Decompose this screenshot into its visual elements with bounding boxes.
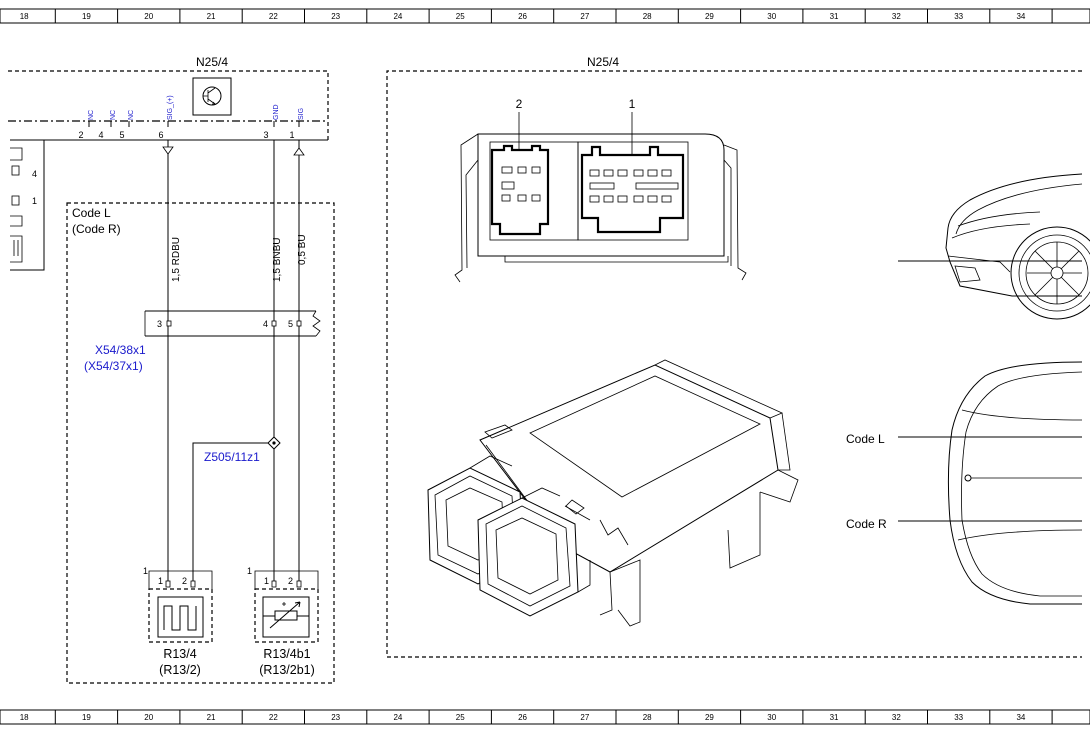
- heater-pin-2: 2: [182, 576, 187, 586]
- ruler-label-top-29: 29: [705, 12, 714, 21]
- signal-nc-3: NC: [128, 110, 135, 120]
- connector-face-view: 2 1: [454, 97, 747, 283]
- ruler-label-top-31: 31: [830, 12, 839, 21]
- ruler-label-top-32: 32: [892, 12, 901, 21]
- signal-nc-2: NC: [110, 110, 117, 120]
- signal-sig: SIG: [298, 108, 305, 120]
- code-box-line1: Code L: [72, 206, 111, 220]
- heater-marker: 1: [143, 566, 148, 576]
- code-variant-box: Code L (Code R): [66, 202, 335, 684]
- connector-x54-label: X54/38x1: [95, 343, 146, 357]
- car-front-view-illustration: [898, 361, 1083, 605]
- splice-z505: [267, 436, 281, 450]
- module-pins: [88, 121, 300, 127]
- code-r-label: Code R: [846, 517, 887, 531]
- signal-nc-1: NC: [88, 110, 95, 120]
- x54-pin-3: 3: [157, 319, 162, 329]
- wires: [162, 140, 305, 586]
- wire-1-label: 1,5 RDBU: [171, 237, 182, 282]
- side-pin-1-label: 1: [32, 196, 37, 206]
- ruler-label-bottom-21: 21: [207, 713, 216, 722]
- ruler-label-bottom-24: 24: [393, 713, 402, 722]
- ruler-label-bottom-26: 26: [518, 713, 527, 722]
- pin-6-label: 6: [158, 130, 163, 140]
- ruler-label-bottom-18: 18: [20, 713, 29, 722]
- ruler-label-bottom-22: 22: [269, 713, 278, 722]
- ruler-label-top-30: 30: [767, 12, 776, 21]
- ruler-label-top-20: 20: [144, 12, 153, 21]
- ruler-label-bottom-34: 34: [1016, 713, 1025, 722]
- ruler-label-bottom-33: 33: [954, 713, 963, 722]
- pin-2-label: 2: [78, 130, 83, 140]
- ruler-label-top-22: 22: [269, 12, 278, 21]
- ruler-label-top-28: 28: [643, 12, 652, 21]
- splice-label: Z505/11z1: [204, 450, 260, 464]
- sensor-alt-label: (R13/2b1): [259, 663, 315, 677]
- ruler-label-top-25: 25: [456, 12, 465, 21]
- heater-pin-1: 1: [158, 576, 163, 586]
- pin-5-label: 5: [119, 130, 124, 140]
- connector-label-2: 2: [516, 97, 523, 111]
- x54-pin-4: 4: [263, 319, 268, 329]
- ruler-label-top-26: 26: [518, 12, 527, 21]
- ruler-label-top-21: 21: [207, 12, 216, 21]
- wire-3-label: 0,5 BU: [297, 234, 308, 265]
- sensor-marker: 1: [247, 566, 252, 576]
- connector-label-1: 1: [629, 97, 636, 111]
- code-box-line2: (Code R): [72, 222, 121, 236]
- pin-1-label: 1: [289, 130, 294, 140]
- ruler-label-bottom-25: 25: [456, 713, 465, 722]
- heater-alt-label: (R13/2): [159, 663, 201, 677]
- module-title: N25/4: [196, 55, 228, 69]
- ruler-label-top-19: 19: [82, 12, 91, 21]
- ruler-label-top-27: 27: [580, 12, 589, 21]
- connector-x54-38x1: 3 4 5: [144, 310, 321, 337]
- sensor-pin-1: 1: [264, 576, 269, 586]
- x54-pin-5: 5: [288, 319, 293, 329]
- car-side-view-illustration: [898, 173, 1090, 320]
- ruler-label-top-18: 18: [20, 12, 29, 21]
- signal-sig-plus: SIG_(+): [167, 95, 174, 120]
- ruler-label-bottom-23: 23: [331, 713, 340, 722]
- ruler-label-bottom-28: 28: [643, 713, 652, 722]
- bottom-grid-ruler: 18 19 20 21 22 23 24 25 26 27 28 29 30 31 32 33 34: [0, 709, 1090, 725]
- ruler-label-bottom-27: 27: [580, 713, 589, 722]
- connector-x54-alt-label: (X54/37x1): [84, 359, 143, 373]
- connector-view-title: N25/4: [587, 55, 619, 69]
- heater-icon: [163, 605, 197, 631]
- heater-label: R13/4: [163, 647, 196, 661]
- sensor-pin-2: 2: [288, 576, 293, 586]
- ruler-label-bottom-32: 32: [892, 713, 901, 722]
- signal-gnd: GND: [273, 104, 280, 120]
- pin-3-label: 3: [263, 130, 268, 140]
- transistor-symbol: [192, 77, 232, 116]
- ruler-label-bottom-20: 20: [144, 713, 153, 722]
- ruler-label-top-33: 33: [954, 12, 963, 21]
- ruler-label-top-34: 34: [1016, 12, 1025, 21]
- ruler-label-bottom-29: 29: [705, 713, 714, 722]
- ruler-label-top-23: 23: [331, 12, 340, 21]
- ruler-label-bottom-31: 31: [830, 713, 839, 722]
- code-l-label: Code L: [846, 432, 885, 446]
- thermistor-icon: [269, 601, 301, 629]
- ruler-label-bottom-19: 19: [82, 713, 91, 722]
- ruler-label-top-24: 24: [393, 12, 402, 21]
- top-grid-ruler: 18 19 20 21 22 23 24 25 26 27 28 29 30 31 32 33 34: [0, 8, 1090, 24]
- component-view-panel: N25/4: [386, 55, 1090, 658]
- sensor-label: R13/4b1: [263, 647, 310, 661]
- module-n25-4-schematic: N25/4 2 4 5 6 3 1 NC NC NC SIG_(+) GND S…: [8, 55, 329, 141]
- adjacent-component-fragment: 4 1: [10, 139, 45, 271]
- component-r13-4b1: 1 1 2: [247, 566, 319, 643]
- pin-4-label: 4: [98, 130, 103, 140]
- ruler-label-bottom-30: 30: [767, 713, 776, 722]
- component-r13-4: 1 1 2: [143, 566, 213, 643]
- side-pin-4-label: 4: [32, 169, 37, 179]
- wire-2-label: 1,5 BNBU: [272, 238, 283, 282]
- module-housing-isometric: [427, 359, 799, 627]
